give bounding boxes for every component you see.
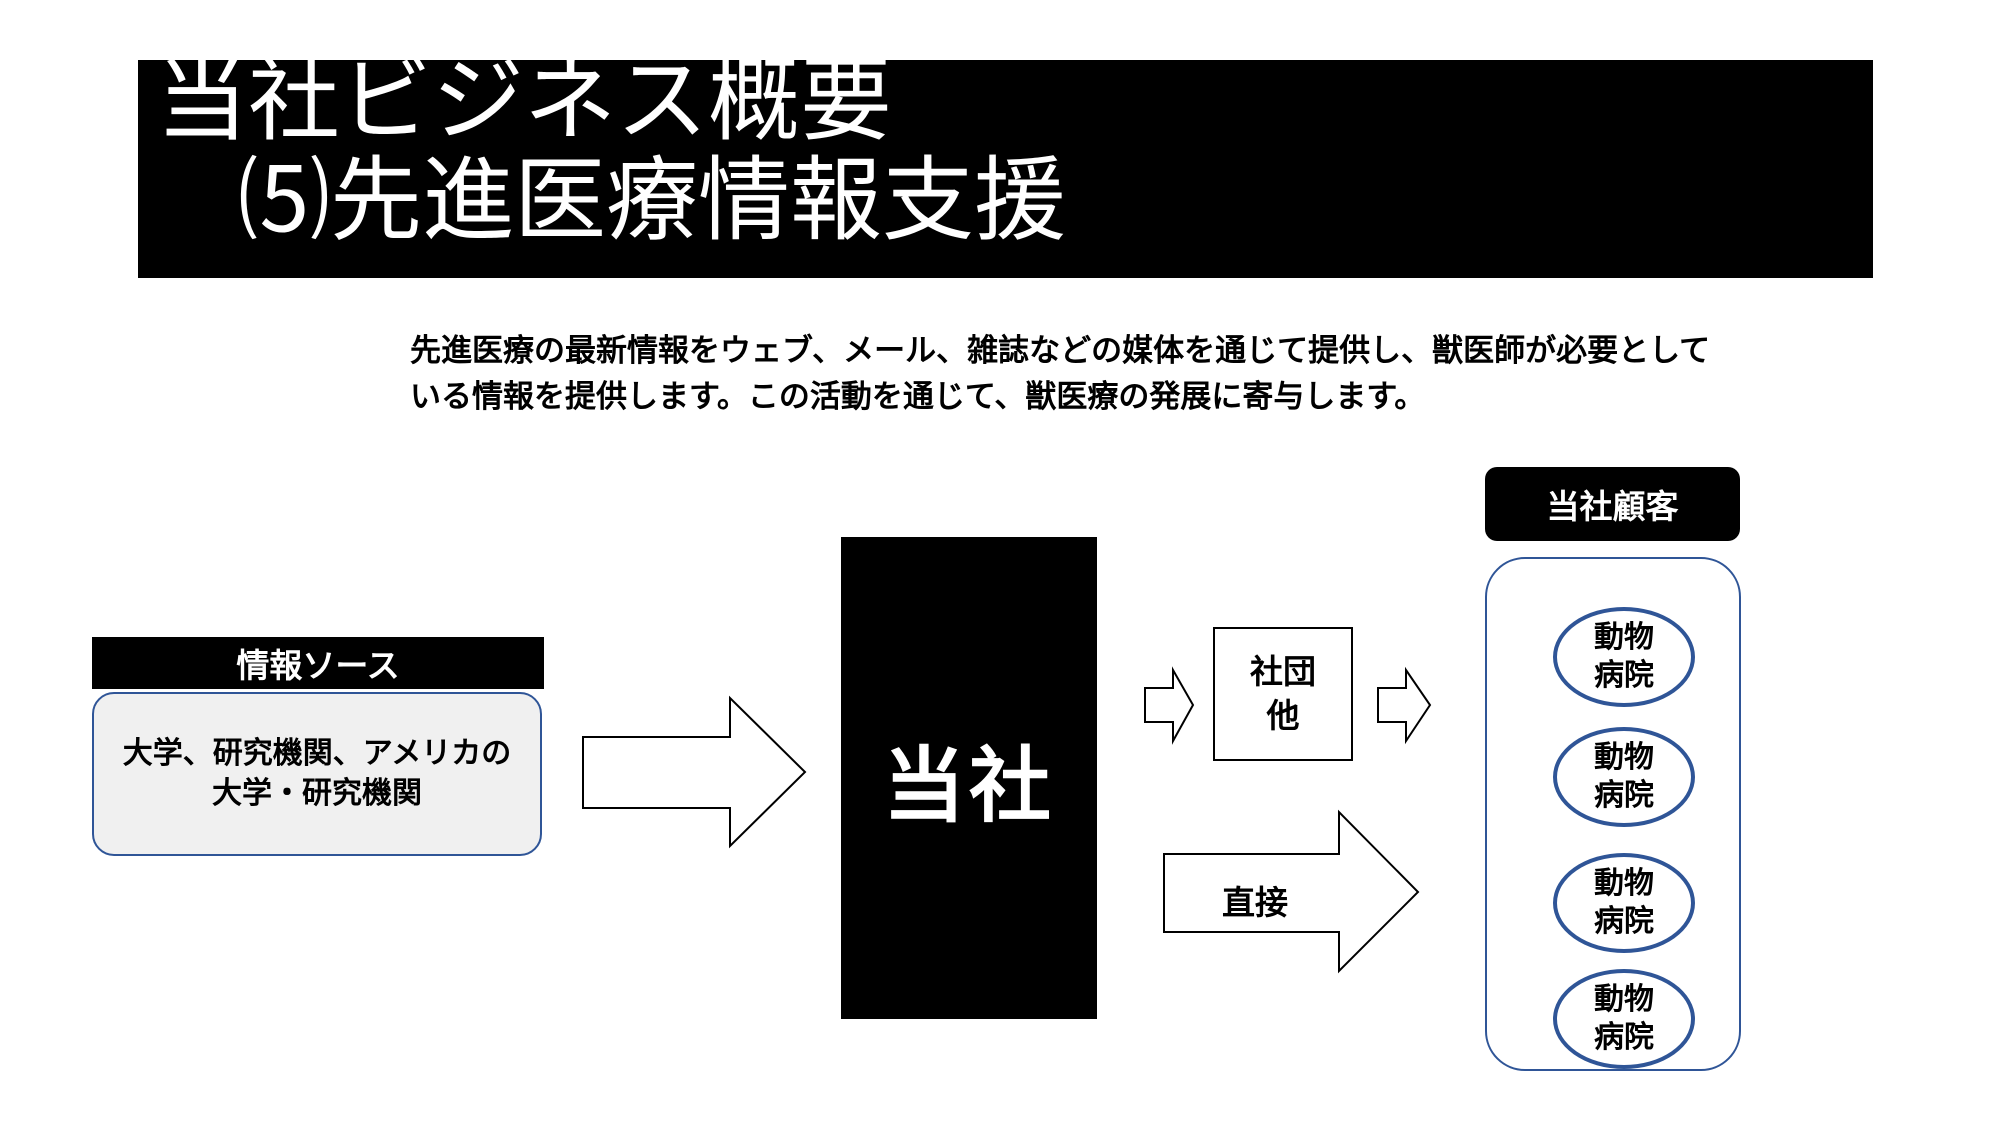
info-source-box: 大学、研究機関、アメリカの 大学・研究機関 <box>92 692 542 856</box>
clinic-2-line-1: 動物 <box>1594 740 1654 775</box>
info-source-line-1: 大学、研究機関、アメリカの <box>122 736 512 771</box>
arrow-direct-to-customers <box>1163 809 1420 974</box>
association-line-1: 社団 <box>1250 652 1316 691</box>
title-banner: 当社ビジネス概要 ⑸先進医療情報支援 <box>138 60 1873 278</box>
page-title: 当社ビジネス概要 <box>156 60 893 154</box>
clinic-1-line-2: 病院 <box>1594 658 1654 693</box>
company-block: 当社 <box>841 537 1097 1019</box>
description: 先進医療の最新情報をウェブ、メール、雑誌などの媒体を通じて提供し、獣医師が必要と… <box>410 328 1870 420</box>
association-box: 社団 他 <box>1213 627 1353 761</box>
arrow-association-to-customers <box>1377 666 1432 745</box>
page-subtitle: ⑸先進医療情報支援 <box>238 147 1067 254</box>
description-line-1: 先進医療の最新情報をウェブ、メール、雑誌などの媒体を通じて提供し、獣医師が必要と… <box>410 333 1711 369</box>
direct-label: 直接 <box>1222 883 1288 922</box>
arrow-source-to-company <box>582 695 807 849</box>
clinic-ellipse-1: 動物 病院 <box>1553 607 1695 707</box>
info-source-header: 情報ソース <box>92 637 544 689</box>
clinic-ellipse-3: 動物 病院 <box>1553 853 1695 953</box>
clinic-3-line-2: 病院 <box>1594 904 1654 939</box>
clinic-ellipse-2: 動物 病院 <box>1553 727 1695 827</box>
clinic-ellipse-4: 動物 病院 <box>1553 969 1695 1069</box>
clinic-1-line-1: 動物 <box>1594 620 1654 655</box>
association-line-2: 他 <box>1266 696 1300 735</box>
clinic-4-line-1: 動物 <box>1594 982 1654 1017</box>
description-line-2: いる情報を提供します。この活動を通じて、獣医療の発展に寄与します。 <box>410 379 1426 415</box>
info-source-line-2: 大学・研究機関 <box>212 776 422 811</box>
customer-header: 当社顧客 <box>1485 467 1740 541</box>
clinic-4-line-2: 病院 <box>1594 1020 1654 1055</box>
clinic-3-line-1: 動物 <box>1594 866 1654 901</box>
arrow-company-to-association <box>1144 666 1195 745</box>
clinic-2-line-2: 病院 <box>1594 778 1654 813</box>
